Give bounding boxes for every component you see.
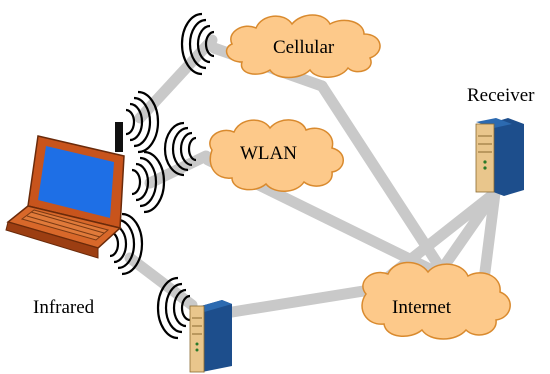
cellular-label: Cellular [273, 37, 335, 58]
link-receiver-internet-c [479, 187, 501, 278]
cloud-internet: Internet [361, 261, 511, 340]
cloud-cellular: Cellular [225, 14, 381, 79]
internet-label: Internet [392, 297, 452, 318]
antenna [115, 122, 123, 152]
infrared-label: Infrared [33, 297, 95, 318]
link-cellular-internet-b [316, 80, 449, 278]
wireless-wave-icon [109, 12, 215, 340]
tower-front [475, 123, 495, 193]
link-laptop-infrared-tower [124, 252, 198, 311]
receiver-label: Receiver [467, 85, 535, 106]
link-receiver-internet-b [434, 187, 501, 278]
link-tower-internet [220, 282, 388, 319]
laptop-screen [38, 146, 114, 218]
wlan-label: WLAN [240, 143, 297, 164]
tower-icon [189, 300, 232, 373]
cloud-icon [209, 119, 344, 192]
tower-icon [475, 118, 524, 196]
cloud-icon [225, 14, 381, 79]
cloud-wlan: WLAN [209, 119, 344, 192]
laptop-icon [5, 122, 125, 259]
link-laptop-cellular [134, 34, 218, 124]
cloud-icon [361, 261, 511, 340]
link-laptop-wlan [144, 150, 212, 189]
